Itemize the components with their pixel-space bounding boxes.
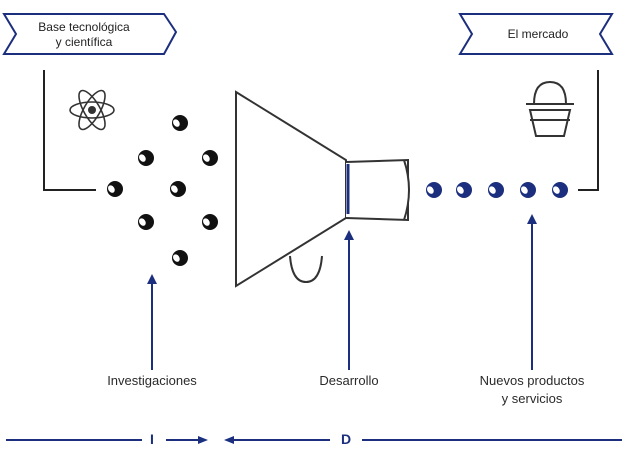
label-products-line2: y servicios bbox=[501, 391, 563, 406]
bottom-axis bbox=[6, 436, 622, 444]
product-dot bbox=[552, 182, 568, 198]
research-dot bbox=[138, 150, 154, 166]
product-dot bbox=[488, 182, 504, 198]
banner-left: Base tecnológica y científica bbox=[2, 13, 178, 55]
research-dot bbox=[138, 214, 154, 230]
atom-icon bbox=[69, 89, 115, 131]
arrow-development bbox=[344, 230, 354, 370]
basket-icon bbox=[526, 80, 574, 137]
label-nuevos-productos: Nuevos productos y servicios bbox=[452, 372, 612, 408]
arrow-products bbox=[527, 214, 537, 370]
research-dot bbox=[170, 181, 186, 197]
banner-right-label: El mercado bbox=[508, 27, 569, 41]
label-products-line1: Nuevos productos bbox=[479, 373, 585, 388]
banner-right: El mercado bbox=[458, 13, 614, 55]
arrow-research bbox=[147, 274, 157, 370]
banner-left-line1: Base tecnológica bbox=[38, 20, 130, 34]
axis-label-i: I bbox=[150, 431, 154, 447]
research-dot bbox=[172, 115, 188, 131]
banner-left-line2: y científica bbox=[56, 35, 113, 49]
product-dot bbox=[456, 182, 472, 198]
research-dots bbox=[107, 115, 218, 266]
research-dot bbox=[107, 181, 123, 197]
product-dots bbox=[426, 182, 568, 198]
label-desarrollo: Desarrollo bbox=[319, 373, 379, 388]
funnel-shape bbox=[235, 90, 410, 288]
research-dot bbox=[202, 214, 218, 230]
axis-label-d: D bbox=[341, 431, 352, 447]
research-dot bbox=[202, 150, 218, 166]
product-dot bbox=[520, 182, 536, 198]
label-investigaciones: Investigaciones bbox=[107, 373, 197, 388]
left-bracket-line bbox=[43, 70, 96, 191]
research-dot bbox=[172, 250, 188, 266]
right-bracket-line bbox=[578, 70, 599, 191]
product-dot bbox=[426, 182, 442, 198]
